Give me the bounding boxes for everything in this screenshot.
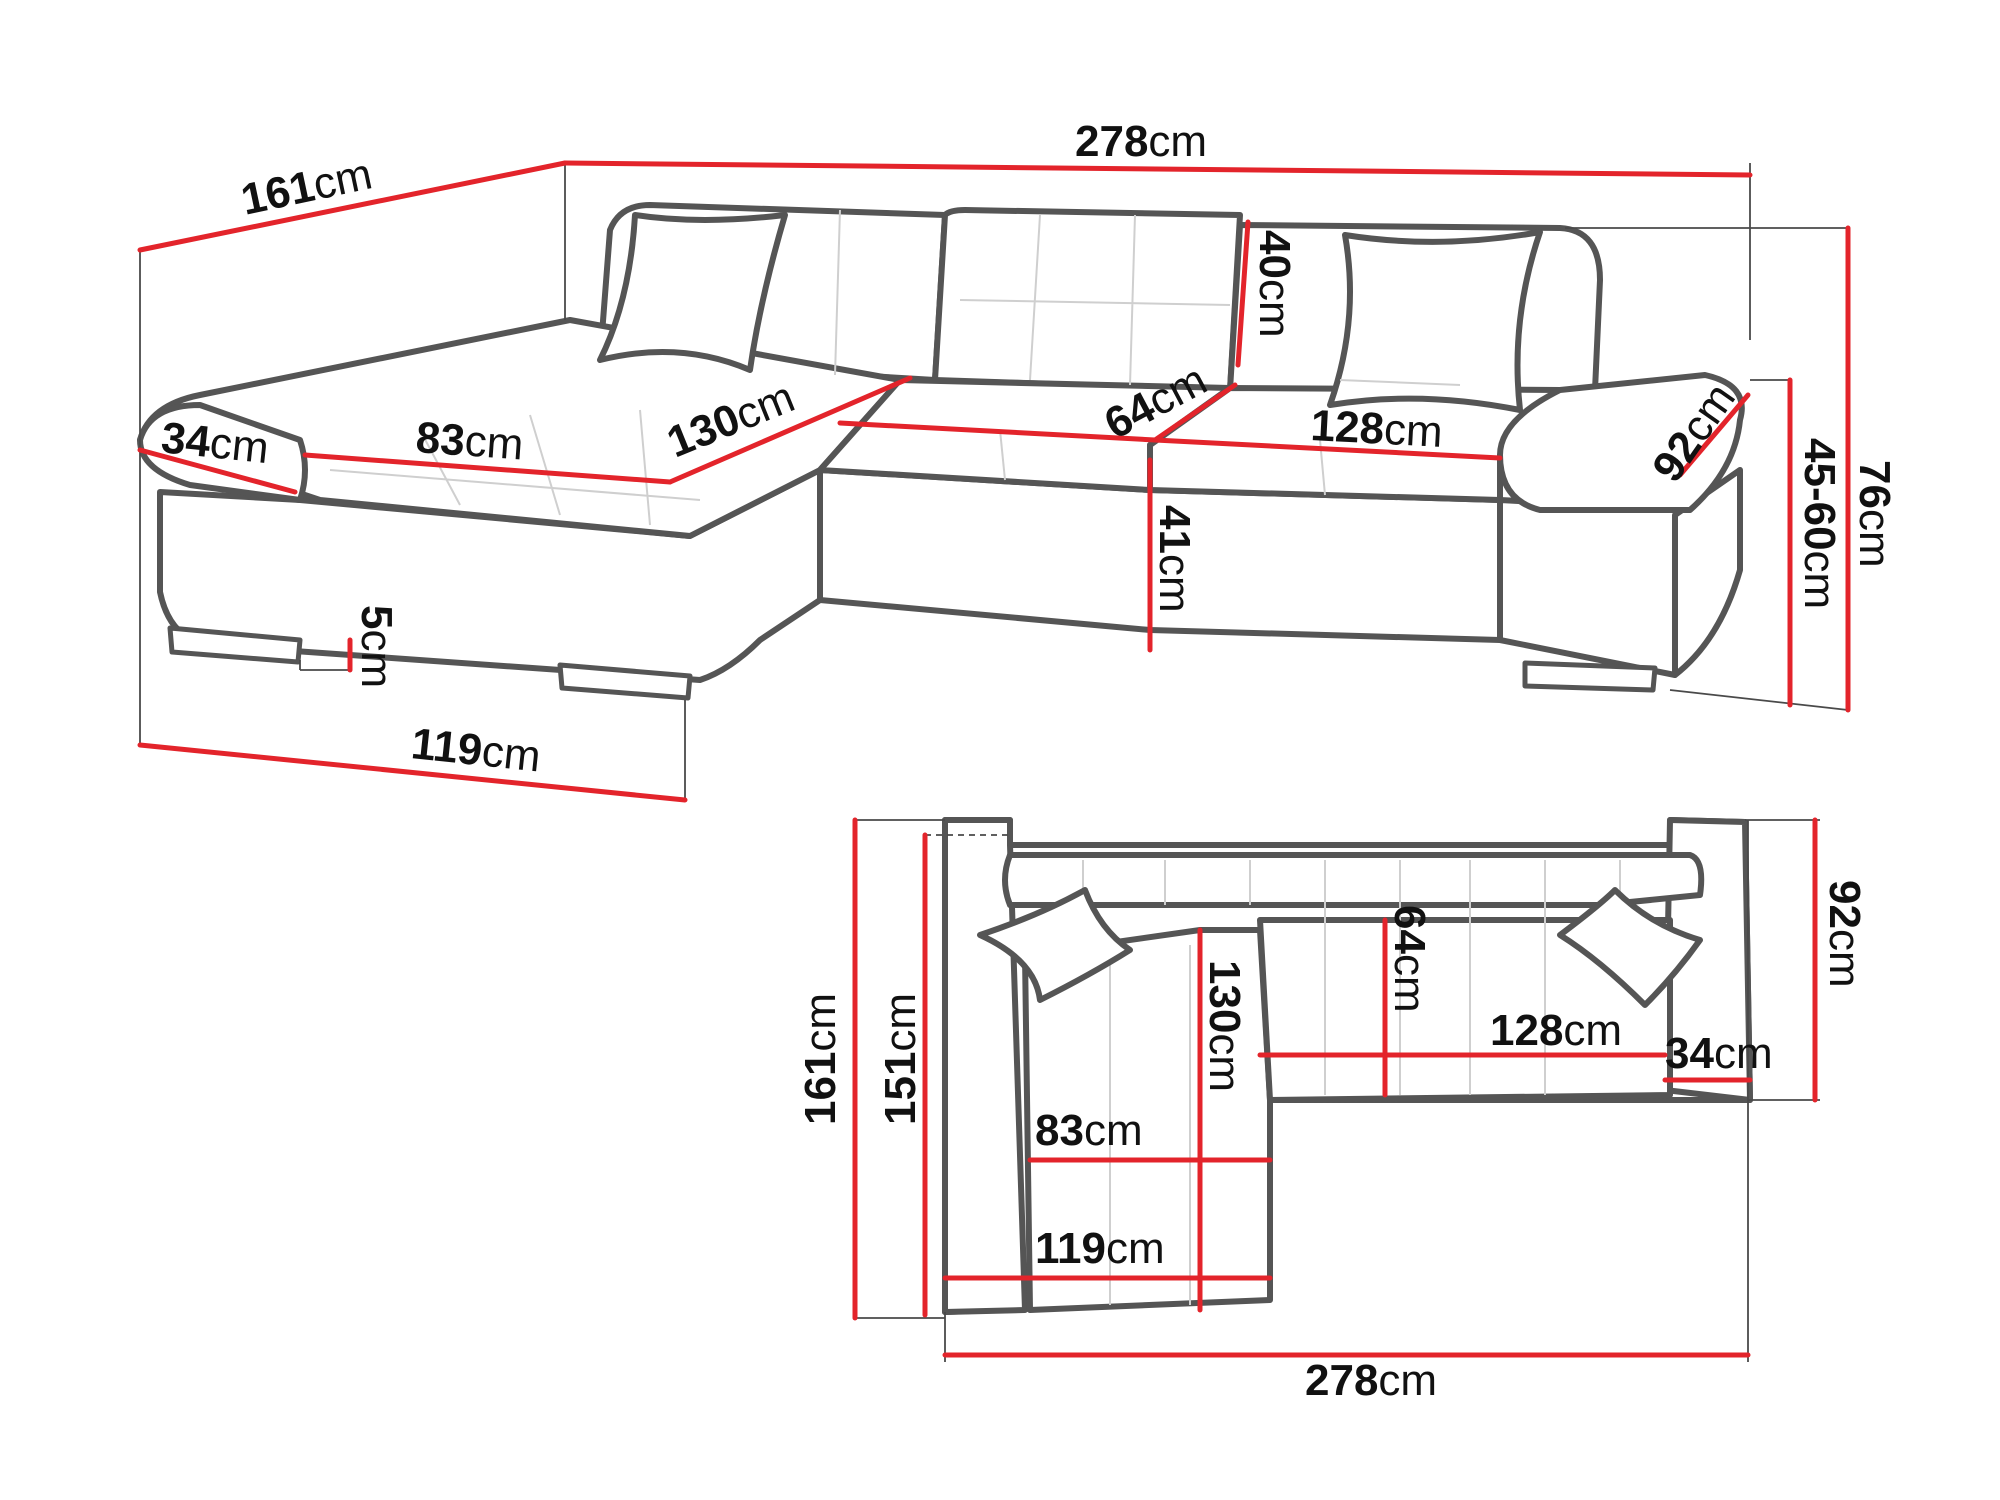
- top-label-130: 130cm: [1200, 960, 1249, 1092]
- dim-34: [137, 447, 298, 495]
- top-pillow-left: [977, 887, 1133, 1003]
- top-label-278: 278cm: [1305, 1356, 1437, 1405]
- top-label-151: 151cm: [876, 993, 925, 1125]
- label-83-persp: 83cm: [414, 413, 525, 469]
- label-34-persp: 34cm: [159, 413, 271, 473]
- dim-161: [137, 160, 568, 253]
- right-arm-side: [1672, 467, 1743, 678]
- label-40: 40cm: [1250, 230, 1299, 338]
- label-76: 76cm: [1850, 460, 1899, 568]
- foot-middle: [557, 662, 693, 701]
- left-armrest: [137, 402, 308, 503]
- top-label-128: 128cm: [1490, 1006, 1622, 1055]
- foot-right: [1522, 660, 1658, 693]
- label-119: 119cm: [409, 719, 543, 781]
- label-41: 41cm: [1150, 505, 1199, 613]
- label-128-persp: 128cm: [1309, 401, 1443, 457]
- top-back-row: [1002, 852, 1705, 908]
- dim-64-persp: [837, 420, 1158, 443]
- label-278-top: 278cm: [1075, 117, 1207, 166]
- dim-92-persp: [1677, 392, 1751, 478]
- dim-83: [302, 452, 673, 485]
- foot-left: [167, 625, 303, 665]
- top-label-161: 161cm: [796, 993, 845, 1125]
- top-label-92: 92cm: [1820, 880, 1869, 988]
- dim-119: [137, 742, 688, 803]
- right-base: [1497, 497, 1693, 678]
- dim-130: [667, 375, 913, 485]
- dim-128: [1152, 437, 1503, 461]
- top-pillow-right: [1557, 887, 1703, 1008]
- chaise-base: [157, 467, 823, 683]
- left-pillow: [597, 212, 788, 373]
- top-label-83: 83cm: [1035, 1106, 1143, 1155]
- dim-64-diag: [1152, 382, 1238, 443]
- top-label-34: 34cm: [1665, 1029, 1773, 1078]
- label-45-60: 45-60cm: [1795, 438, 1844, 609]
- top-view: 161cm 151cm 278cm 92cm 130cm 64cm 128cm …: [796, 817, 1869, 1405]
- right-pillow: [1327, 229, 1543, 413]
- top-label-64: 64cm: [1385, 905, 1434, 1013]
- label-5: 5cm: [352, 605, 401, 688]
- perspective-view: 278cm 161cm 119cm 34cm 83cm 130cm 64cm 1…: [137, 117, 1899, 803]
- dim-278-top: [562, 160, 1753, 178]
- top-label-119: 119cm: [1035, 1224, 1165, 1273]
- dim-40: [1235, 219, 1251, 368]
